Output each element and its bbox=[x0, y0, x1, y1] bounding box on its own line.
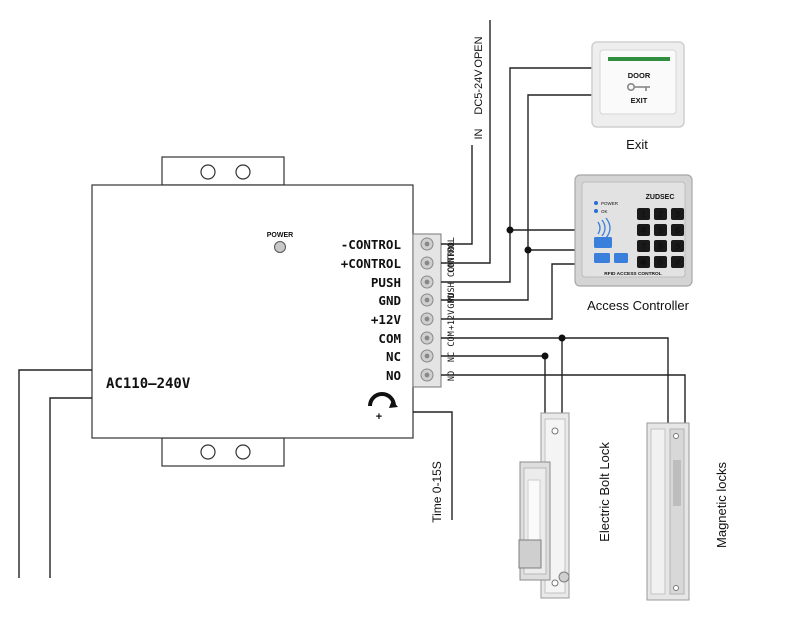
access-controller[interactable]: POWER OK ZUDSEC 1 2 3 4 5 6 bbox=[574, 174, 693, 287]
exit-button-face-bottom: EXIT bbox=[631, 96, 648, 105]
terminal-label-minus-control: -CONTROL bbox=[341, 237, 402, 252]
terminal-screw-icon bbox=[420, 349, 434, 363]
exit-caption: Exit bbox=[626, 137, 648, 152]
keypad-key-label: 7 bbox=[641, 242, 646, 252]
keypad-key bbox=[637, 224, 650, 236]
side-label-no: NO bbox=[447, 371, 457, 381]
controller-led-power: POWER bbox=[601, 201, 619, 206]
terminal-label-push: PUSH bbox=[371, 275, 401, 290]
terminal-label-gnd: GND bbox=[378, 293, 401, 308]
keypad-key bbox=[654, 240, 667, 252]
side-label-gnd: GND bbox=[447, 293, 457, 308]
terminal-screw-icon bbox=[420, 256, 434, 270]
wires bbox=[18, 20, 686, 578]
time-adjust-knob-icon[interactable]: + bbox=[368, 392, 398, 423]
wire-label-dc: DC5-24V bbox=[473, 69, 485, 115]
terminal-label-plus12v: +12V bbox=[371, 312, 402, 327]
controller-bottom-text: RFID ACCESS CONTROL bbox=[604, 271, 661, 277]
keypad-key bbox=[654, 224, 667, 236]
keypad-key-label: 9 bbox=[675, 242, 680, 252]
keypad-key bbox=[671, 240, 684, 252]
terminal-screw-icon bbox=[420, 293, 434, 307]
side-label-com: COM bbox=[447, 331, 457, 346]
keypad-key bbox=[637, 208, 650, 220]
keypad-key-label: 6 bbox=[675, 226, 680, 236]
side-label-plus12v: +12V bbox=[447, 310, 457, 330]
keypad-key bbox=[671, 208, 684, 220]
rfid-icon bbox=[597, 217, 611, 239]
keypad-key bbox=[654, 208, 667, 220]
wire-label-in: IN bbox=[473, 128, 485, 139]
keypad-key bbox=[671, 224, 684, 236]
keypad-key-label: # bbox=[675, 258, 680, 268]
terminal-label-plus-control: +CONTROL bbox=[341, 256, 402, 271]
side-label-nc: NC bbox=[447, 352, 457, 362]
wire-junctions bbox=[506, 226, 566, 360]
keypad-key-label: 1 bbox=[641, 210, 646, 220]
keypad-key-label: 5 bbox=[658, 226, 663, 236]
keypad-key-label: 3 bbox=[675, 210, 680, 220]
access-controller-caption: Access Controller bbox=[587, 298, 690, 313]
keypad-key-label: 2 bbox=[658, 210, 663, 220]
keypad-key-label: ✱ bbox=[640, 258, 648, 268]
svg-text:+: + bbox=[376, 411, 382, 423]
bottom-mounting-bracket bbox=[161, 437, 285, 467]
terminal-labels: -CONTROL +CONTROL PUSH GND +12V COM NC N… bbox=[341, 237, 402, 383]
magnetic-lock-caption: Magnetic locks bbox=[714, 462, 729, 548]
terminal-screw-icon bbox=[420, 237, 434, 251]
terminal-screw-icon bbox=[420, 275, 434, 289]
keypad[interactable]: 1 2 3 4 5 6 7 8 9 ✱ 0 # bbox=[637, 208, 684, 268]
terminal-label-com: COM bbox=[378, 331, 401, 346]
time-label: Time 0-15S bbox=[430, 461, 444, 523]
top-mounting-bracket bbox=[161, 156, 285, 186]
wire-label-open: OPEN bbox=[473, 36, 485, 67]
keypad-key-label: 4 bbox=[641, 226, 646, 236]
terminal-screw-icon bbox=[420, 312, 434, 326]
power-label: POWER bbox=[267, 232, 293, 239]
power-supply-box bbox=[91, 184, 414, 439]
power-led bbox=[274, 241, 286, 253]
electric-bolt-lock bbox=[518, 412, 570, 599]
controller-brand: ZUDSEC bbox=[646, 194, 675, 201]
terminal-screw-icon bbox=[420, 331, 434, 345]
terminal-side-labels: CONTROL PUSH CONTROL GND +12V COM NC NO bbox=[447, 237, 457, 381]
terminal-label-no: NO bbox=[386, 368, 401, 383]
magnetic-lock bbox=[646, 422, 690, 601]
keypad-key-label: 0 bbox=[658, 258, 663, 268]
terminal-screw-icon bbox=[420, 368, 434, 382]
keypad-key-label: 8 bbox=[658, 242, 663, 252]
voltage-label: AC110–240V bbox=[106, 376, 191, 392]
bolt-lock-caption: Electric Bolt Lock bbox=[597, 442, 612, 542]
side-label-push-control: PUSH CONTROL bbox=[447, 241, 457, 302]
side-label-control: CONTROL bbox=[447, 237, 457, 273]
controller-led-ok: OK bbox=[601, 209, 608, 214]
terminal-label-nc: NC bbox=[386, 349, 401, 364]
terminal-block bbox=[412, 233, 442, 388]
keypad-key bbox=[637, 256, 650, 268]
keypad-key bbox=[654, 256, 667, 268]
exit-button-face-top: DOOR bbox=[628, 71, 651, 80]
exit-button[interactable]: DOOR EXIT bbox=[591, 41, 685, 128]
keypad-key bbox=[671, 256, 684, 268]
keypad-key bbox=[637, 240, 650, 252]
key-icon bbox=[626, 83, 650, 92]
